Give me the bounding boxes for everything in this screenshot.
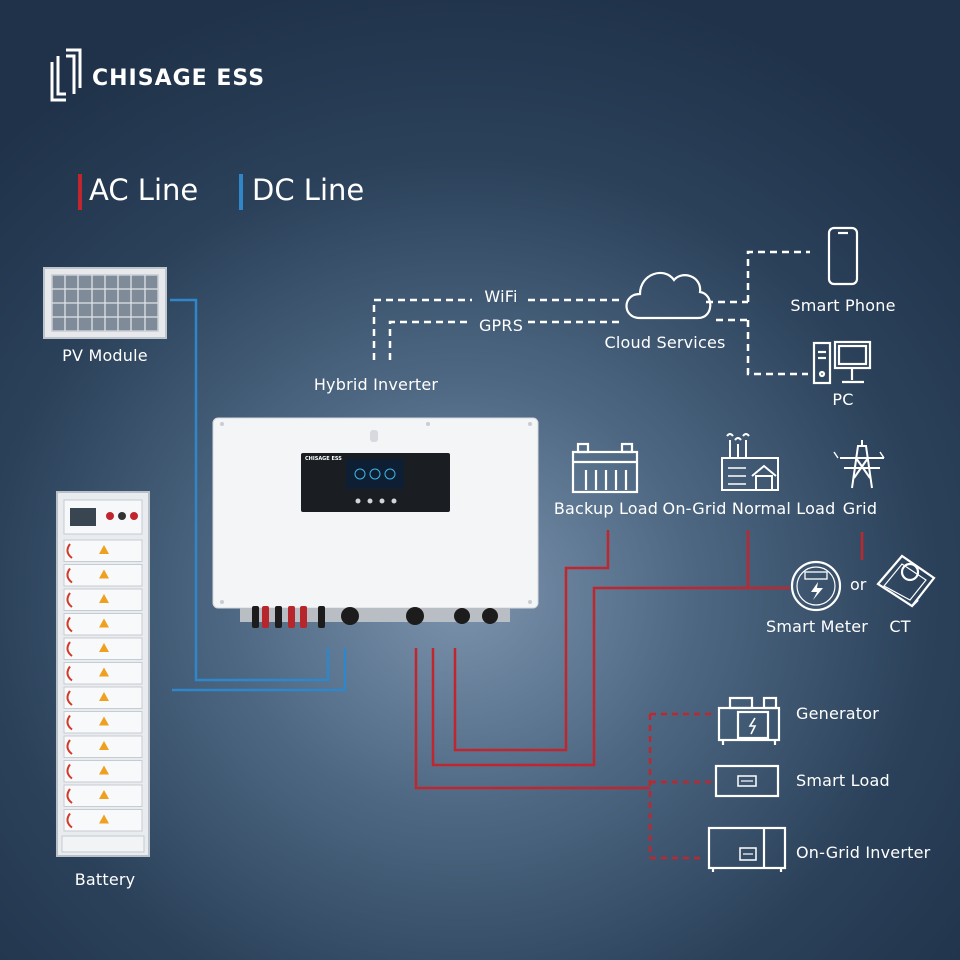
battery-cable: [66, 567, 73, 584]
battery-cable: [66, 592, 73, 608]
battery-cable: [66, 788, 73, 804]
ac-dashed-lines: [648, 712, 712, 860]
battery-stack-icon: [56, 491, 150, 857]
wifi-line-left: [372, 298, 472, 360]
pc-label: PC: [832, 390, 854, 409]
ac-line-ongrid: [431, 586, 790, 767]
cloud-services-label: Cloud Services: [604, 333, 726, 352]
smart-phone-label: Smart Phone: [790, 296, 896, 315]
ac-lines: [414, 530, 864, 790]
smart-phone-icon: [827, 226, 859, 286]
generator-label: Generator: [796, 704, 880, 723]
warning-icon: [99, 741, 109, 750]
brand-logo-icon: [50, 48, 82, 102]
battery-cable: [66, 763, 73, 780]
factory-icon: [721, 433, 779, 491]
hybrid-inverter-label: Hybrid Inverter: [313, 375, 439, 394]
smart-load-icon: [714, 764, 780, 798]
battery-cable: [66, 812, 73, 829]
comm-lines: [372, 250, 810, 376]
warning-icon: [99, 667, 109, 677]
battery-cable: [66, 543, 73, 559]
dc-line-pv: [170, 298, 330, 682]
dc-lines: [170, 298, 347, 692]
battery-cable: [66, 690, 73, 706]
wifi-label: WiFi: [484, 287, 518, 306]
battery-cable: [66, 739, 73, 755]
ongrid-load-label: On-Grid Normal Load: [662, 499, 836, 518]
ct-label: CT: [889, 617, 911, 636]
phone-link: [746, 250, 810, 302]
backup-load-icon: [571, 442, 639, 494]
battery-label: Battery: [74, 870, 136, 889]
pc-link: [746, 320, 808, 376]
gprs-line-left: [388, 320, 470, 360]
warning-icon: [99, 814, 109, 824]
ongrid-inverter-icon: [707, 826, 787, 872]
hybrid-inverter-icon: [212, 417, 539, 628]
pv-module-icon: [43, 267, 167, 339]
battery-cable: [66, 641, 73, 657]
legend-ac-label: AC Line: [89, 173, 199, 207]
generator-icon: [717, 696, 781, 745]
inverter-screen-brand: CHISAGE ESS: [305, 456, 342, 462]
legend-ac-marker: [78, 174, 82, 210]
pc-icon: [812, 340, 872, 385]
grid-tower-icon: [833, 440, 885, 489]
dc-line-battery: [172, 648, 347, 692]
ac-line-gen: [414, 648, 650, 790]
warning-icon: [99, 545, 109, 554]
battery-cable: [66, 616, 73, 633]
warning-icon: [99, 643, 109, 652]
smart-meter-label: Smart Meter: [765, 617, 869, 636]
grid-label: Grid: [842, 499, 878, 518]
warning-icon: [99, 765, 109, 775]
legend-dc-label: DC Line: [252, 173, 365, 207]
battery-cable: [66, 714, 73, 731]
ct-icon: [876, 554, 936, 608]
warning-icon: [99, 716, 109, 726]
warning-icon: [99, 692, 109, 701]
warning-icon: [99, 790, 109, 799]
warning-icon: [99, 569, 109, 579]
cloud-icon: [625, 271, 712, 320]
pv-module-label: PV Module: [62, 346, 148, 365]
gprs-label: GPRS: [478, 316, 524, 335]
brand-name: CHISAGE ESS: [92, 66, 266, 91]
smart-load-label: Smart Load: [796, 771, 890, 790]
legend-dc-marker: [239, 174, 243, 210]
or-label: or: [850, 575, 867, 594]
battery-cable: [66, 665, 73, 682]
backup-load-label: Backup Load: [553, 499, 659, 518]
ac-line-backup: [453, 530, 610, 752]
warning-icon: [99, 618, 109, 628]
warning-icon: [99, 594, 109, 603]
ongrid-inverter-label: On-Grid Inverter: [796, 843, 931, 862]
smart-meter-icon: [790, 560, 842, 612]
